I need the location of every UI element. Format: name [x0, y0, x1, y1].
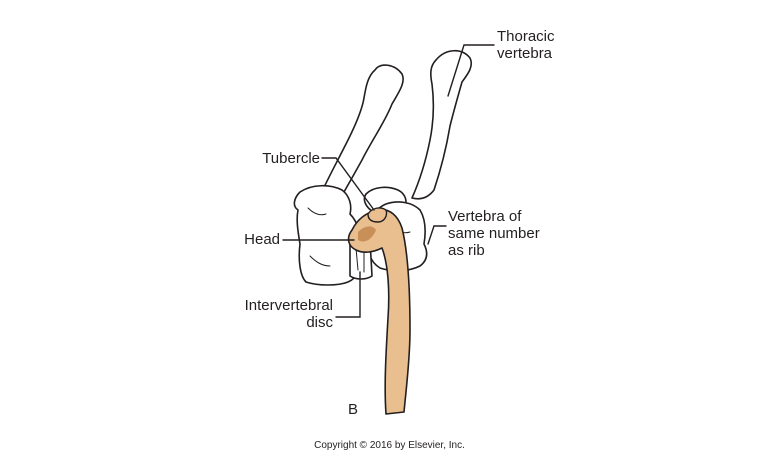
label-thoracic-vertebra: Thoracic vertebra — [497, 28, 555, 62]
label-tubercle: Tubercle — [220, 150, 320, 167]
copyright-text: Copyright © 2016 by Elsevier, Inc. — [0, 440, 779, 452]
lower-vertebra-spine — [412, 51, 471, 199]
panel-label: B — [348, 401, 358, 418]
leader-vertebra-same-number — [428, 226, 446, 244]
rib-shaft — [349, 210, 410, 414]
rib-tubercle — [368, 208, 387, 222]
label-head: Head — [200, 231, 280, 248]
upper-vertebra-spine — [318, 65, 403, 206]
label-vertebra-same-number: Vertebra of same number as rib — [448, 208, 540, 259]
label-intervertebral-disc: Intervertebral disc — [200, 297, 333, 331]
